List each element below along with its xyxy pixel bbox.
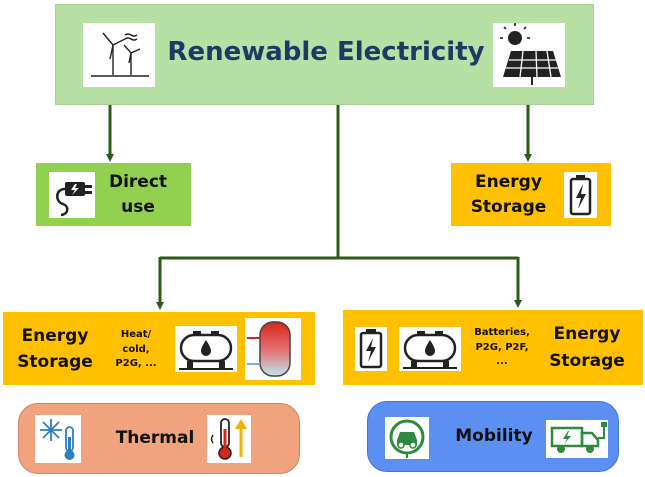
thermal-storage-detail-2: cold, xyxy=(122,343,150,355)
thermal-storage-label-line2: Storage xyxy=(17,352,93,372)
snowflake-thermometer-icon xyxy=(35,415,81,463)
thermal-label: Thermal xyxy=(115,428,195,448)
thermal-box: Thermal xyxy=(18,403,300,474)
solar-panel-icon xyxy=(493,23,565,87)
thermal-energy-storage-box: Energy Storage Heat/ cold, P2G, ... xyxy=(3,312,315,385)
electric-car-icon xyxy=(385,417,429,459)
mobility-storage-detail-2: P2G, P2F, xyxy=(475,341,529,353)
mobility-storage-detail-3: ... xyxy=(496,356,508,367)
direct-use-label-line2: use xyxy=(121,197,155,217)
thermal-storage-label-line1: Energy xyxy=(21,326,89,346)
battery-icon xyxy=(564,172,597,218)
top-title: Renewable Electricity xyxy=(167,37,485,67)
thermal-storage-detail-1: Heat/ xyxy=(120,329,152,340)
mobility-storage-label-line1: Energy xyxy=(553,324,621,344)
heat-thermometer-icon xyxy=(207,415,251,463)
mobility-label: Mobility xyxy=(455,426,533,446)
wind-turbines-icon xyxy=(83,23,155,87)
electric-truck-icon xyxy=(546,420,608,458)
mobility-storage-details: Batteries, P2G, P2F, ... xyxy=(467,326,537,370)
power-plug-icon xyxy=(49,172,95,218)
thermal-storage-details: Heat/ cold, P2G, ... xyxy=(106,328,166,372)
mobility-box: Mobility xyxy=(367,401,619,472)
energy-storage-box: Energy Storage xyxy=(451,163,611,226)
direct-use-label-line1: Direct xyxy=(108,172,168,192)
thermal-storage-detail-3: P2G, ... xyxy=(115,358,157,369)
gas-tank-icon xyxy=(399,327,461,371)
mobility-storage-label-line2: Storage xyxy=(549,351,625,371)
energy-storage-label-line1: Energy xyxy=(475,172,542,192)
energy-storage-label-line2: Storage xyxy=(470,197,547,217)
renewable-electricity-box: Renewable Electricity xyxy=(55,4,594,105)
gas-tank-icon xyxy=(175,326,237,372)
mobility-energy-storage-box: Batteries, P2G, P2F, ... Energy Storage xyxy=(343,310,643,385)
hot-water-tank-icon xyxy=(245,318,301,380)
battery-icon xyxy=(355,327,387,371)
direct-use-box: Direct use xyxy=(36,163,191,226)
mobility-storage-detail-1: Batteries, xyxy=(474,327,530,338)
